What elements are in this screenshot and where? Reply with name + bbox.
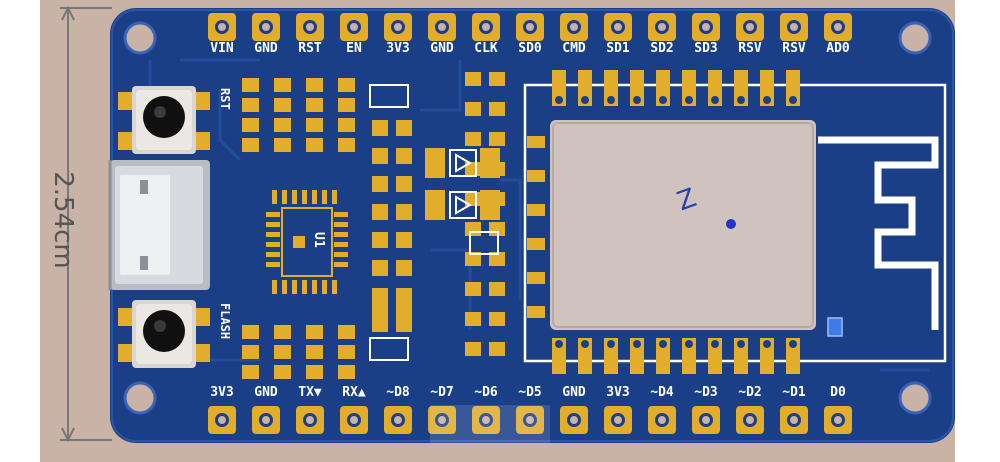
top-pin-label: SD3: [694, 41, 718, 56]
bottom-pin-label: ~D2: [738, 385, 762, 400]
top-pin-label: GND: [430, 41, 454, 56]
bottom-pin-label: GND: [562, 385, 586, 400]
pcb-antenna: [818, 136, 939, 337]
bottom-pin-label: ~D6: [474, 385, 498, 400]
bottom-pin-label: ~D1: [782, 385, 806, 400]
bottom-pin-label: GND: [254, 385, 278, 400]
reset-label: RST: [218, 88, 232, 110]
top-pin-label: RSV: [738, 41, 762, 56]
bottom-pin-label: 3V3: [606, 385, 630, 400]
passive-components: [242, 72, 505, 379]
mounting-hole: [123, 21, 157, 55]
top-pin-label: RST: [298, 41, 322, 56]
bottom-pin-label: ~D5: [518, 385, 542, 400]
top-pin-label: SD2: [650, 41, 674, 56]
mounting-hole: [898, 381, 932, 415]
dimension-marker: [60, 5, 112, 443]
mounting-hole: [123, 381, 157, 415]
flash-label: FLASH: [218, 303, 232, 340]
micro-usb-connector: [108, 160, 210, 290]
diode-blocks: [369, 84, 500, 361]
flash-button: [118, 300, 210, 368]
bottom-header: [208, 406, 852, 434]
usb-serial-ic: [266, 190, 348, 294]
top-pin-label: RSV: [782, 41, 806, 56]
bottom-pin-label: TX▼: [298, 385, 322, 400]
bottom-pin-label: D0: [830, 385, 846, 400]
top-pin-label: CLK: [474, 41, 498, 56]
top-pin-label: SD0: [518, 41, 542, 56]
top-pin-label: GND: [254, 41, 278, 56]
dimension-label: 2.54cm: [48, 171, 78, 269]
top-pin-label: 3V3: [386, 41, 410, 56]
top-header: [208, 13, 852, 41]
bottom-pin-label: ~D3: [694, 385, 718, 400]
bottom-pin-label: ~D7: [430, 385, 454, 400]
bottom-pin-label: 3V3: [210, 385, 234, 400]
mounting-hole: [898, 21, 932, 55]
bottom-pin-label: ~D4: [650, 385, 674, 400]
top-pin-label: VIN: [210, 41, 234, 56]
top-pin-label: SD1: [606, 41, 630, 56]
bottom-pin-label: ~D8: [386, 385, 410, 400]
module-shield: [550, 120, 816, 330]
ic-ref-label: U1: [311, 232, 326, 248]
top-pin-label: CMD: [562, 41, 586, 56]
wifi-module: [523, 70, 947, 374]
top-pin-label: EN: [346, 41, 362, 56]
reset-button: [118, 86, 210, 154]
mounting-holes: [123, 21, 932, 415]
top-pin-label: AD0: [826, 41, 850, 56]
bottom-pin-label: RX▲: [342, 385, 366, 400]
